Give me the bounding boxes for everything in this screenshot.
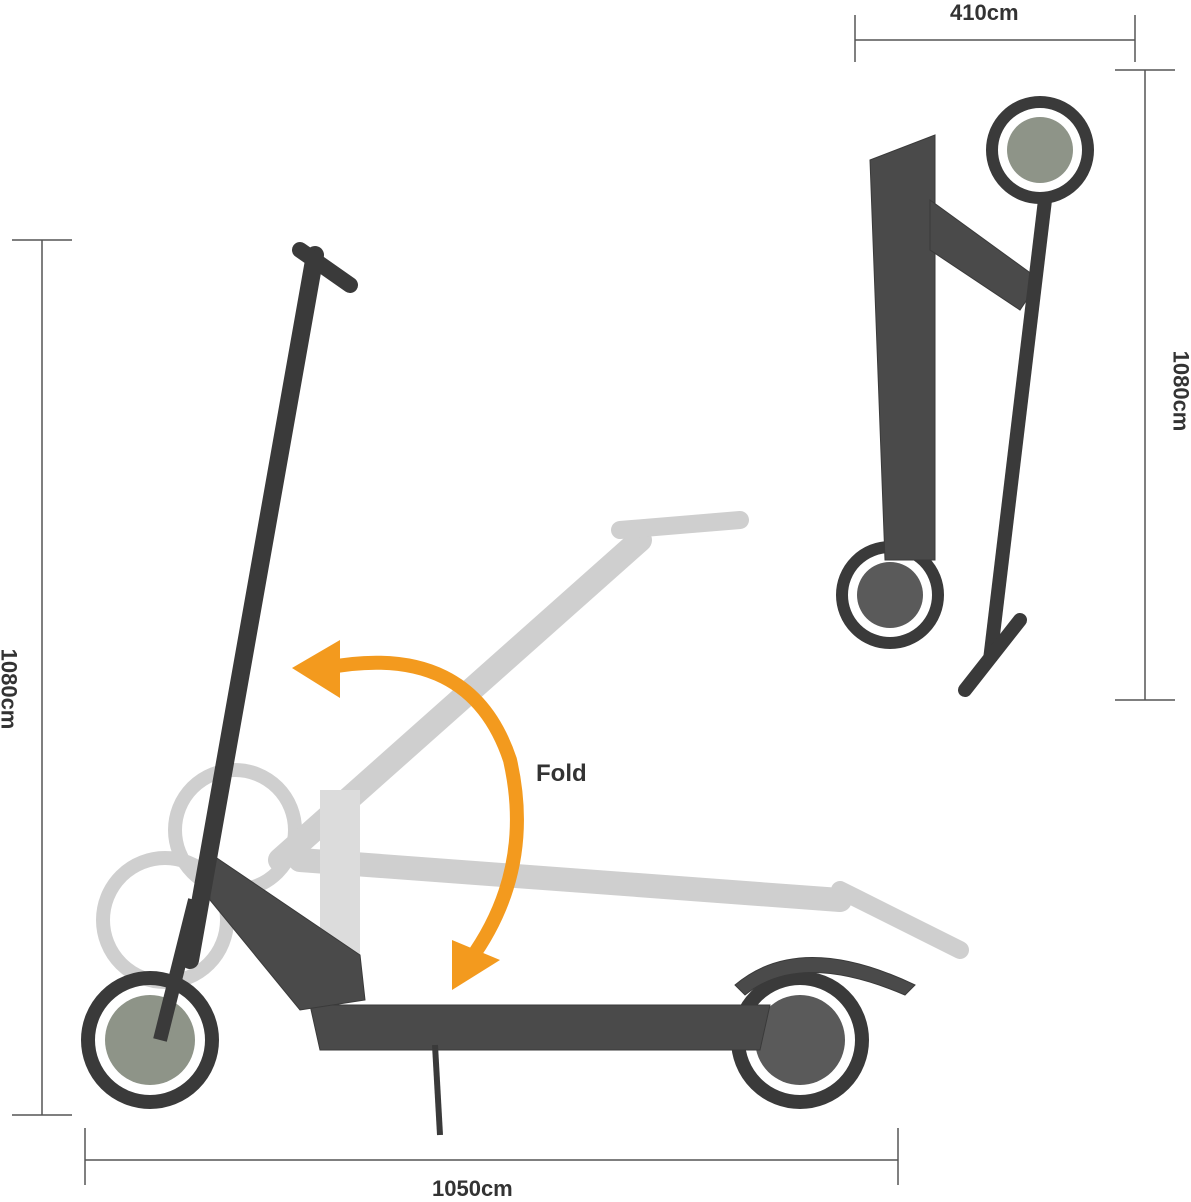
fold-label: Fold [536, 760, 587, 787]
folded-width-dimension-label: 410cm [950, 0, 1019, 25]
scooter-folded [836, 96, 1094, 697]
folded-height-dimension-label: 1080cm [1168, 350, 1191, 432]
dimension-lines [12, 15, 1175, 1185]
length-dimension-label: 1050cm [432, 1176, 513, 1201]
scooter-unfolded [81, 242, 916, 1136]
fold-arrow-icon [292, 640, 524, 990]
height-dimension-label: 1080cm [0, 648, 22, 730]
